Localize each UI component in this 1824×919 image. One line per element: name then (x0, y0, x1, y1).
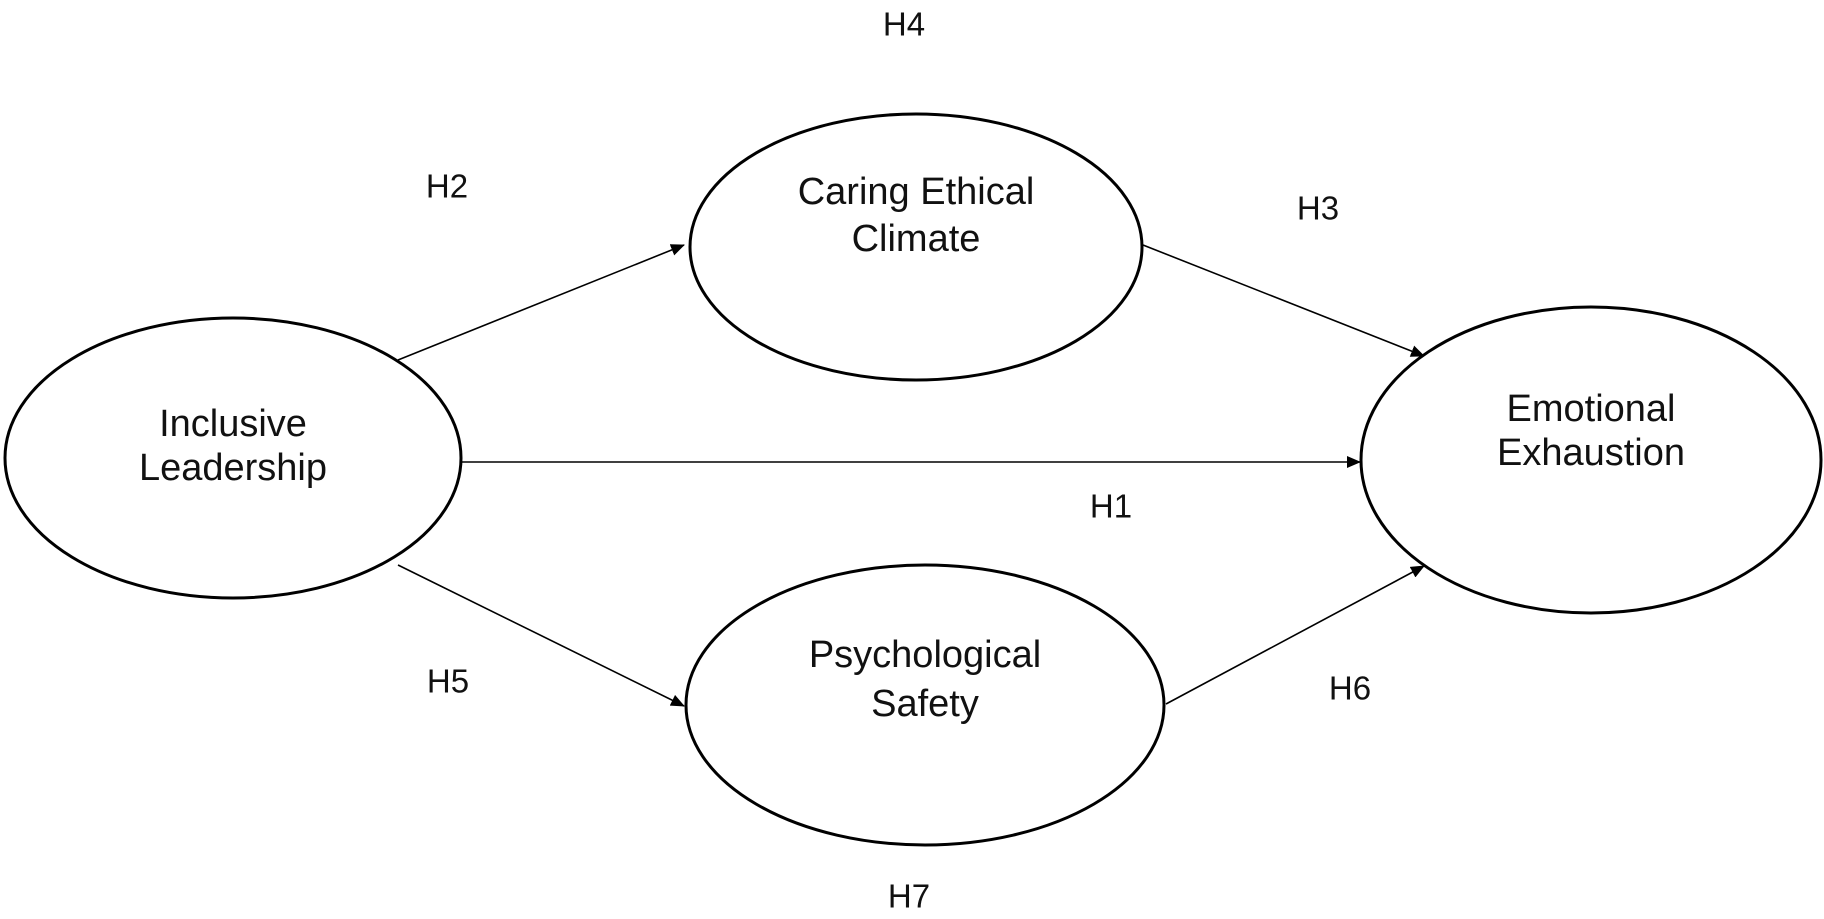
hypothesis-label-h5: H5 (427, 663, 469, 700)
node-inclusive-leadership: Inclusive Leadership (3, 316, 463, 600)
node-inclusive-leadership-line2: Leadership (139, 447, 327, 489)
node-caring-ethical-climate-line1: Caring Ethical (798, 171, 1035, 213)
node-caring-ethical-climate-line2: Climate (852, 218, 981, 260)
node-psychological-safety-line2: Safety (871, 683, 979, 725)
edge-inclusive-to-safety (397, 564, 685, 707)
edge-safety-to-exhaustion (1165, 565, 1425, 705)
edge-caring-to-exhaustion (1142, 244, 1425, 357)
node-inclusive-leadership-line1: Inclusive (159, 403, 307, 445)
node-psychological-safety: Psychological Safety (684, 563, 1166, 847)
hypothesis-label-h6: H6 (1329, 670, 1371, 707)
node-emotional-exhaustion: Emotional Exhaustion (1359, 305, 1823, 615)
node-psychological-safety-line1: Psychological (809, 634, 1041, 676)
edge-inclusive-to-caring (397, 244, 685, 361)
hypothesis-label-h1: H1 (1090, 488, 1132, 525)
node-emotional-exhaustion-line2: Exhaustion (1497, 432, 1685, 474)
node-emotional-exhaustion-line1: Emotional (1507, 388, 1676, 430)
node-caring-ethical-climate: Caring Ethical Climate (688, 112, 1144, 382)
hypothesis-label-h7: H7 (888, 878, 930, 915)
hypothesis-label-h3: H3 (1297, 190, 1339, 227)
hypothesis-label-h2: H2 (426, 168, 468, 205)
hypothesis-label-h4: H4 (883, 6, 925, 43)
